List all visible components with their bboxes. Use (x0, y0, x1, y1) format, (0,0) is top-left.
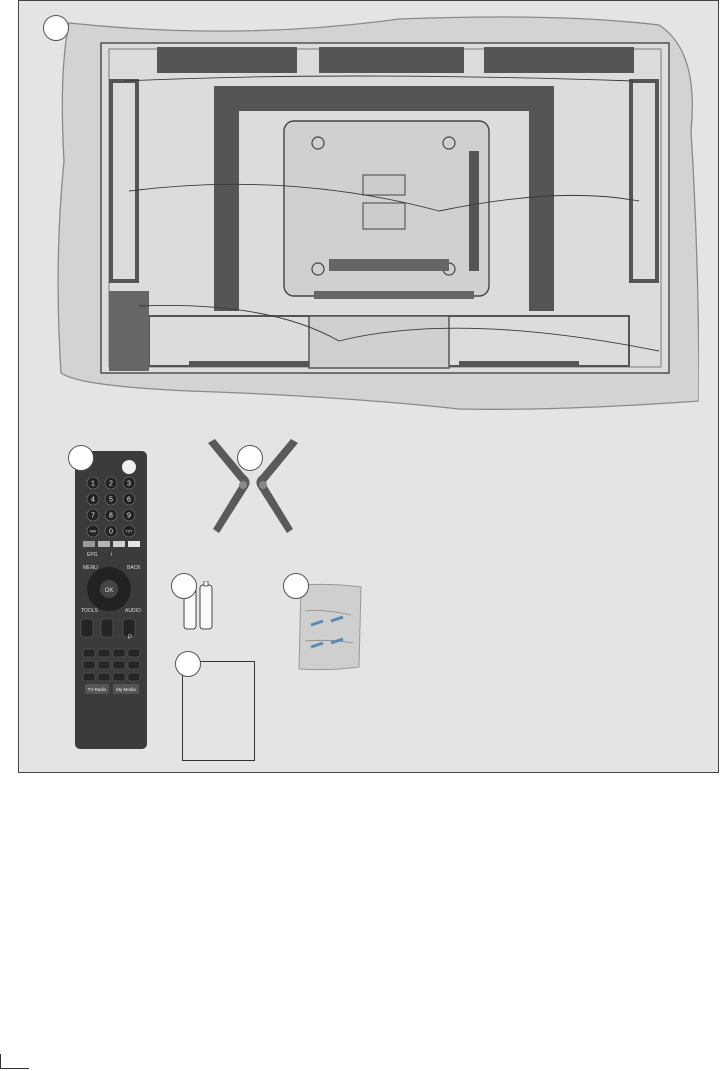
remote-color-key (83, 541, 95, 547)
remote-media-key (113, 649, 125, 657)
remote-color-key (128, 541, 140, 547)
key-menu-label: MENU (83, 565, 98, 571)
key-p-label: P (128, 635, 132, 641)
key-audio-label: AUDIO (125, 608, 141, 614)
callout-2-icon (68, 445, 94, 471)
remote-media-key (128, 661, 140, 669)
remote-key-label: 7 (91, 513, 95, 520)
remote-key-label: TXT (126, 530, 133, 534)
page-corner-mark (0, 1054, 29, 1069)
remote-key-label: 5 (109, 497, 113, 504)
remote-media-key (128, 649, 140, 657)
key-back-label: BACK (127, 565, 141, 571)
remote-media-key (83, 661, 95, 669)
remote-media-key (98, 661, 110, 669)
remote-key-label: 1 (91, 481, 95, 488)
key-mymedia-label: My Media (116, 687, 136, 692)
remote-key-label: FAV (90, 530, 97, 534)
callout-6-icon (175, 651, 201, 677)
callout-3-icon (237, 445, 263, 471)
key-epg-label: EPG (87, 552, 98, 558)
remote-media-key (113, 661, 125, 669)
remote-key-label: 0 (109, 529, 113, 536)
key-tvradio-label: TV-Radio (88, 687, 107, 692)
remote-color-key (113, 541, 125, 547)
key-i-label: i (111, 552, 112, 558)
remote-key-label: 6 (127, 497, 131, 504)
remote-media-key (113, 673, 125, 681)
remote-media-key (83, 673, 95, 681)
remote-key-label: 8 (109, 513, 113, 520)
callout-1-icon (43, 15, 69, 41)
remote-rocker-key (101, 619, 113, 637)
callout-5-icon (283, 573, 309, 599)
tv-in-bag-illustration (39, 11, 699, 411)
key-ok-label: OK (105, 588, 114, 594)
remote-media-key (83, 649, 95, 657)
remote-key-label: 3 (127, 481, 131, 488)
remote-key-label: 2 (109, 481, 113, 488)
remote-color-key (98, 541, 110, 547)
key-tools-label: TOOLS (81, 608, 99, 614)
remote-rocker-key (81, 619, 93, 637)
remote-key-label: 9 (127, 513, 131, 520)
remote-media-key (98, 673, 110, 681)
remote-media-key (128, 673, 140, 681)
remote-media-key (98, 649, 110, 657)
callout-4-icon (171, 573, 197, 599)
remote-key-label: 4 (91, 497, 95, 504)
